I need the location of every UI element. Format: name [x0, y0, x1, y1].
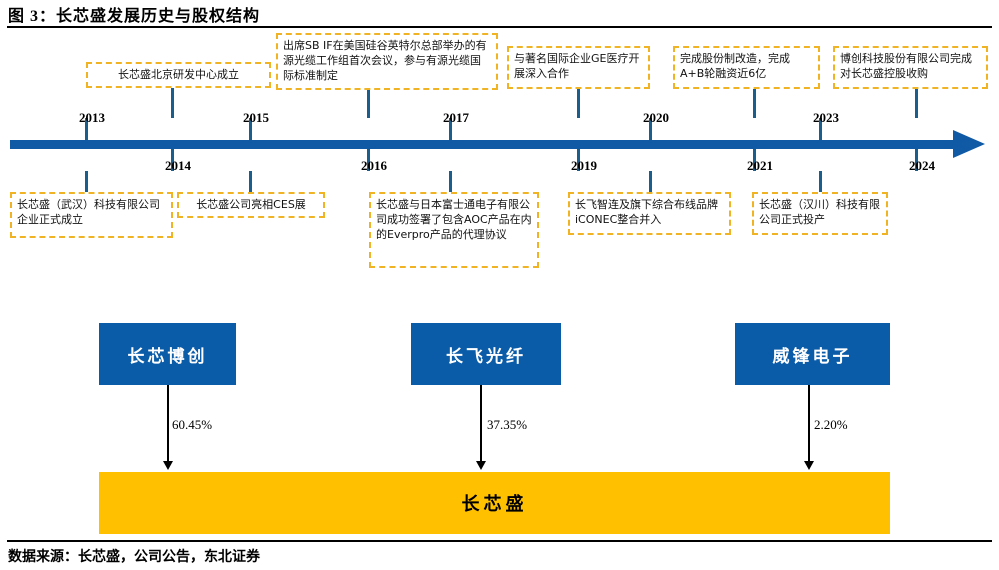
timeline-tick-2016 [367, 149, 370, 171]
timeline-tick-2014 [171, 149, 174, 171]
ownership-connector-2 [480, 385, 482, 463]
timeline-event-2019: 与著名国际企业GE医疗开展深入合作 [507, 46, 650, 89]
shareholder-name: 长芯博创 [127, 346, 208, 367]
timeline-year-label-2014: 2014 [165, 158, 191, 173]
timeline-year-label-2017: 2017 [443, 110, 469, 125]
timeline-event-connector-2021 [753, 89, 756, 118]
timeline-arrow-icon [953, 130, 985, 158]
timeline-event-2024: 博创科技股份有限公司完成对长芯盛控股收购 [833, 46, 988, 89]
ownership-arrow-icon-3 [804, 461, 814, 470]
timeline-event-connector-2024 [915, 89, 918, 118]
timeline-year-label-2019: 2019 [571, 158, 597, 173]
timeline-year-label-2020: 2020 [643, 110, 669, 125]
shareholder-box-3: 威锋电子 [735, 323, 890, 385]
timeline-year-label-2024: 2024 [909, 158, 935, 173]
timeline-tick-2013 [85, 118, 88, 140]
timeline-tick-2023 [819, 118, 822, 140]
ownership-connector-1 [167, 385, 169, 463]
ownership-arrow-icon-1 [163, 461, 173, 470]
timeline-event-connector-2020 [649, 171, 652, 192]
timeline-tick-2019 [577, 149, 580, 171]
ownership-percent-2: 37.35% [487, 417, 528, 432]
timeline-tick-2024 [915, 149, 918, 171]
timeline-event-2015: 长芯盛公司亮相CES展 [177, 192, 325, 218]
timeline-event-connector-2019 [577, 89, 580, 118]
timeline-event-2017: 长芯盛与日本富士通电子有限公司成功签署了包含AOC产品在内的Everpro产品的… [369, 192, 539, 268]
timeline-year-label-2015: 2015 [243, 110, 269, 125]
timeline-event-connector-2023 [819, 171, 822, 192]
timeline-year-label-2013: 2013 [79, 110, 105, 125]
ownership-connector-3 [808, 385, 810, 463]
timeline-event-connector-2013 [85, 171, 88, 192]
timeline-event-2013: 长芯盛（武汉）科技有限公司企业正式成立 [10, 192, 173, 238]
timeline-event-connector-2013 [171, 88, 174, 118]
timeline-event-2013: 长芯盛北京研发中心成立 [86, 62, 271, 88]
timeline-event-connector-2015 [249, 171, 252, 192]
shareholder-box-1: 长芯博创 [99, 323, 236, 385]
shareholder-name: 长飞光纤 [446, 346, 526, 367]
header-divider [7, 26, 992, 28]
timeline-event-2016: 出席SB IF在美国硅谷英特尔总部举办的有源光缆工作组首次会议，参与有源光缆国际… [276, 33, 498, 90]
timeline-tick-2021 [753, 149, 756, 171]
ownership-percent-1: 60.45% [172, 417, 213, 432]
shareholder-name: 威锋电子 [772, 346, 853, 367]
footer-divider [7, 540, 992, 542]
timeline-event-connector-2017 [449, 171, 452, 192]
timeline-event-2021: 完成股份制改造，完成A+B轮融资近6亿 [673, 46, 820, 89]
ownership-percent-3: 2.20% [814, 417, 848, 432]
ownership-arrow-icon-2 [476, 461, 486, 470]
timeline-event-connector-2016 [367, 90, 370, 118]
shareholder-box-2: 长飞光纤 [411, 323, 561, 385]
timeline-event-2023: 长芯盛（汉川）科技有限公司正式投产 [752, 192, 888, 235]
timeline-year-label-2021: 2021 [747, 158, 773, 173]
timeline-tick-2017 [449, 118, 452, 140]
source-note: 数据来源：长芯盛，公司公告，东北证券 [8, 550, 260, 565]
company-name: 长芯盛 [461, 494, 528, 515]
page-title: 图 3：长芯盛发展历史与股权结构 [8, 8, 261, 25]
timeline-tick-2015 [249, 118, 252, 140]
timeline-axis [10, 140, 958, 149]
timeline-year-label-2016: 2016 [361, 158, 387, 173]
timeline-event-2020: 长飞智连及旗下综合布线品牌iCONEC整合并入 [568, 192, 731, 235]
timeline-year-label-2023: 2023 [813, 110, 839, 125]
company-box: 长芯盛 [99, 472, 890, 534]
timeline-tick-2020 [649, 118, 652, 140]
